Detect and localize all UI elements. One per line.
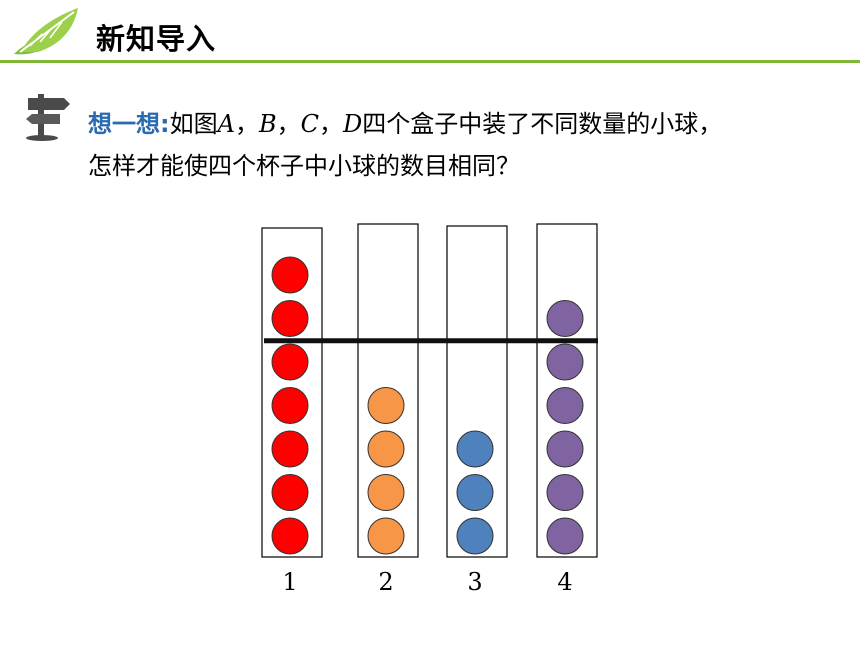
ball-2-2 xyxy=(367,474,405,511)
ball-1-4 xyxy=(271,387,309,424)
tube-1 xyxy=(261,227,323,558)
section-title: 新知导入 xyxy=(96,22,217,56)
var-c: C xyxy=(300,110,319,138)
sep-1: ， xyxy=(234,110,259,138)
ball-3-1 xyxy=(456,517,494,555)
prompt-colon: : xyxy=(160,110,170,138)
ball-2-1 xyxy=(367,517,405,555)
tube-label-4: 4 xyxy=(557,568,573,596)
tube-2 xyxy=(357,223,419,558)
question-line-1: 想一想:如图A，B，C，D四个盒子中装了不同数量的小球， xyxy=(88,104,722,139)
var-b: B xyxy=(258,110,277,138)
ball-1-1 xyxy=(271,517,309,555)
ball-3-2 xyxy=(456,474,494,511)
ball-1-3 xyxy=(271,430,309,468)
tube-label-2: 2 xyxy=(378,568,394,596)
question-line-2: 怎样才能使四个杯子中小球的数目相同？ xyxy=(88,152,520,180)
tube-label-1: 1 xyxy=(282,568,298,596)
sep-2: ， xyxy=(276,110,301,138)
ball-3-3 xyxy=(456,430,494,468)
ball-2-3 xyxy=(367,430,405,468)
ball-1-7 xyxy=(271,256,309,294)
ball-2-4 xyxy=(367,387,405,424)
ball-4-2 xyxy=(546,474,584,511)
think-prompt: 想一想 xyxy=(88,110,160,138)
question-text-b: 四个盒子中装了不同数量的小球， xyxy=(362,110,723,138)
tube-label-3: 3 xyxy=(467,568,483,596)
header-divider xyxy=(0,60,860,63)
leaf-logo-icon xyxy=(14,8,78,55)
ball-4-4 xyxy=(546,387,584,424)
ball-4-6 xyxy=(546,300,584,337)
ball-4-3 xyxy=(546,430,584,468)
ball-1-6 xyxy=(271,300,309,337)
signpost-icon xyxy=(26,94,70,141)
sep-3: ， xyxy=(318,110,343,138)
ball-1-5 xyxy=(271,343,309,381)
ball-1-2 xyxy=(271,474,309,511)
ball-4-1 xyxy=(546,517,584,555)
ball-4-5 xyxy=(546,343,584,381)
var-a: A xyxy=(217,110,235,138)
tube-3 xyxy=(446,225,508,558)
var-d: D xyxy=(342,110,363,138)
question-text-a: 如图 xyxy=(169,110,218,138)
tube-4 xyxy=(536,223,598,558)
